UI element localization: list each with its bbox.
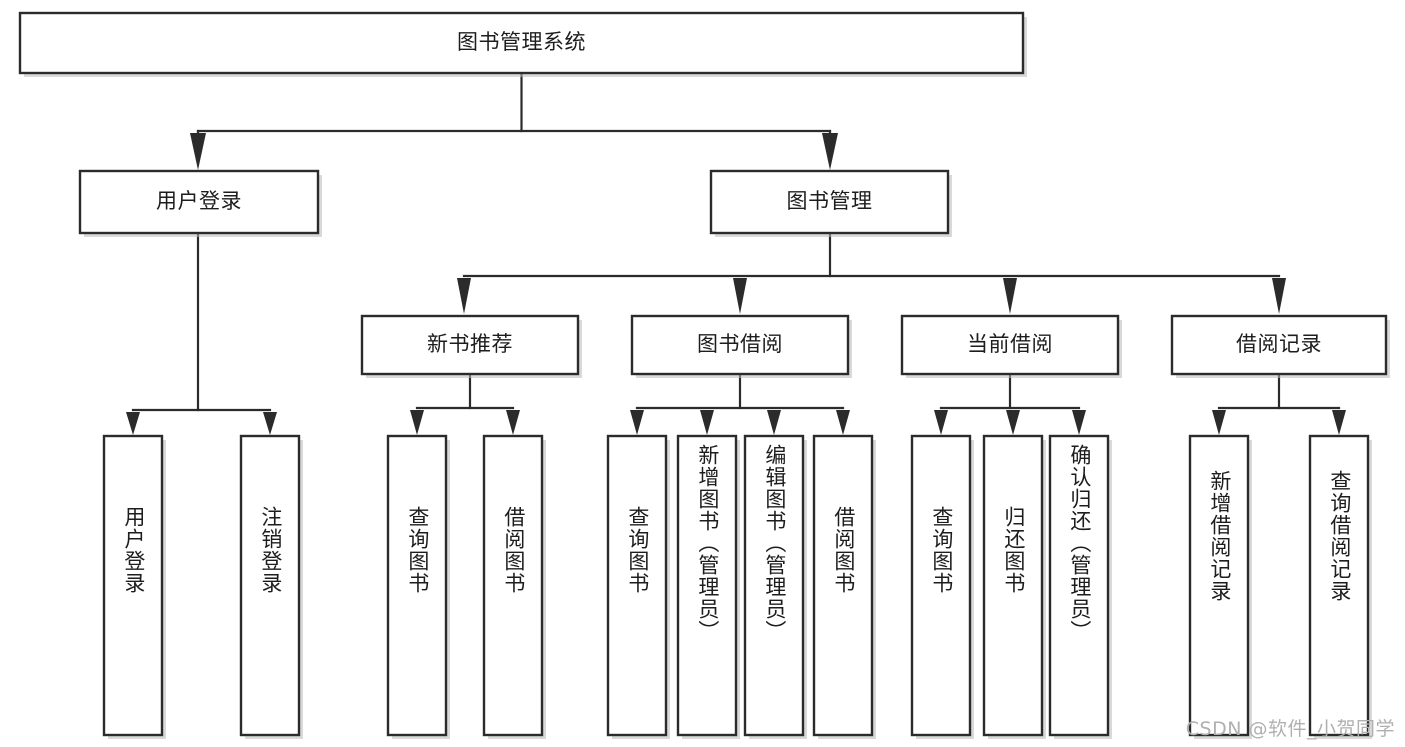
arrow-to-leaf-logout [263, 412, 277, 435]
box-current-borrow[interactable] [900, 314, 1120, 376]
connector-group-current-borrow [934, 372, 1086, 435]
arrow-to-book-borrow [733, 278, 747, 314]
box-leaf-query-book-3[interactable] [910, 434, 972, 737]
arrow-to-leaf-query-book-1 [410, 410, 424, 435]
node-boxes [18, 11, 1390, 739]
box-new-book-recommend[interactable] [360, 314, 580, 376]
arrow-to-leaf-query-book-3 [934, 410, 948, 435]
box-leaf-return-book[interactable] [982, 434, 1044, 737]
arrow-to-leaf-return-book [1006, 410, 1020, 435]
box-leaf-edit-book[interactable] [743, 434, 805, 737]
connector-group-user-login [126, 231, 277, 435]
arrow-to-leaf-add-book [700, 410, 714, 435]
box-book-borrow[interactable] [630, 314, 850, 376]
box-leaf-query-book-2[interactable] [606, 434, 668, 737]
arrow-to-leaf-query-book-2 [630, 410, 644, 435]
arrow-to-leaf-query-record [1332, 410, 1346, 435]
box-user-login[interactable] [78, 169, 320, 235]
box-leaf-query-book-1[interactable] [386, 434, 448, 737]
arrow-to-leaf-add-record [1212, 410, 1226, 435]
box-root[interactable] [18, 11, 1025, 75]
connector-group-root [190, 71, 838, 170]
box-book-manage[interactable] [709, 169, 950, 235]
arrow-to-leaf-borrow-book-1 [506, 410, 520, 435]
box-leaf-borrow-book-2[interactable] [812, 434, 874, 737]
arrow-to-current-borrow [1003, 278, 1017, 314]
box-leaf-add-record[interactable] [1188, 434, 1250, 737]
arrow-to-leaf-confirm-return [1072, 410, 1086, 435]
box-leaf-user-login[interactable] [102, 434, 164, 737]
connector-group-borrow-record [1212, 372, 1346, 435]
arrow-to-book-manage [822, 133, 838, 170]
box-leaf-add-book[interactable] [676, 434, 738, 737]
connector-group-book-borrow [630, 372, 850, 435]
arrow-to-new-book-recommend [457, 278, 471, 314]
connector-group-book-manage [457, 231, 1286, 314]
box-leaf-borrow-book-1[interactable] [482, 434, 544, 737]
arrow-to-user-login [190, 133, 206, 170]
box-leaf-confirm-return[interactable] [1048, 434, 1110, 737]
box-leaf-logout[interactable] [239, 434, 301, 737]
arrow-to-leaf-user-login [126, 412, 140, 435]
connector-group-new-book-recommend [410, 372, 520, 435]
box-borrow-record[interactable] [1170, 314, 1388, 376]
arrow-to-borrow-record [1272, 278, 1286, 314]
arrow-to-leaf-borrow-book-2 [836, 410, 850, 435]
box-leaf-query-record[interactable] [1308, 434, 1370, 737]
arrow-to-leaf-edit-book [767, 410, 781, 435]
